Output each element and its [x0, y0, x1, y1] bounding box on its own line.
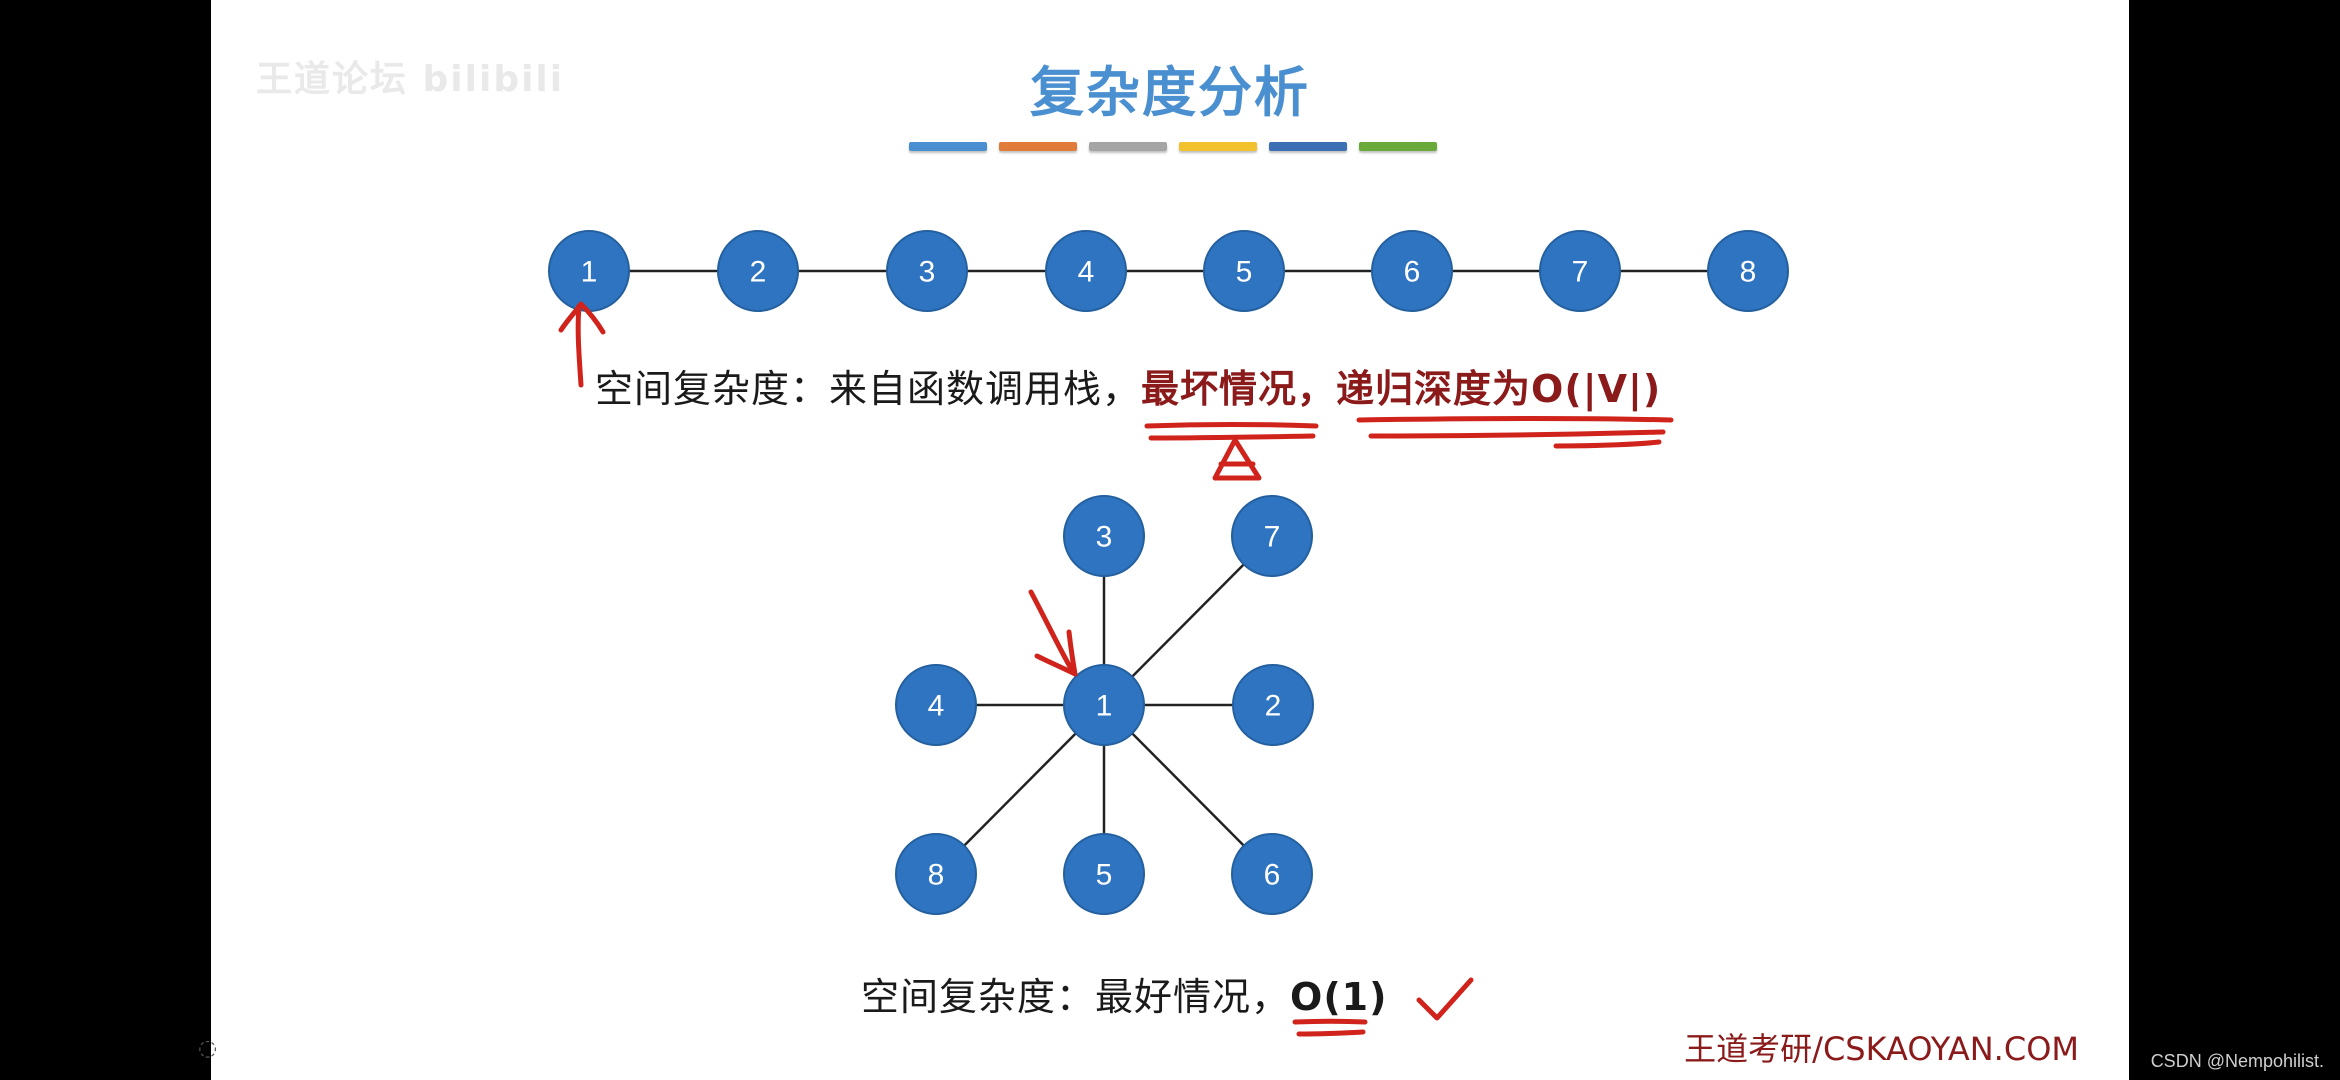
ink-star-center-arrow: [1028, 589, 1078, 677]
chain-node-label-5: 5: [1236, 256, 1253, 289]
ink-delta-mark: [1212, 437, 1262, 481]
star-node-label-1: 1: [1096, 690, 1113, 723]
star-node-7: [1231, 495, 1313, 577]
star-node-label-8: 8: [928, 859, 945, 892]
color-bar-1: [909, 142, 987, 151]
ink-check-mark: [1416, 977, 1474, 1021]
chain-node-label-4: 4: [1078, 256, 1095, 289]
star-node-3: [1063, 495, 1145, 577]
ink-depth-underline-2: [1368, 429, 1666, 439]
chain-node-label-2: 2: [750, 256, 767, 289]
chain-node-label-3: 3: [919, 256, 936, 289]
caption-best-prefix: 空间复杂度：最好情况，: [861, 975, 1291, 1019]
star-node-4: [895, 664, 977, 746]
color-bar-4: [1179, 142, 1257, 151]
star-node-2: [1232, 664, 1314, 746]
star-node-label-4: 4: [928, 690, 945, 723]
star-node-6: [1231, 833, 1313, 915]
chain-node-label-6: 6: [1404, 256, 1421, 289]
credit-text: CSDN @Nempohilist.: [2150, 1051, 2324, 1071]
ink-best-case-underline-2: [1296, 1029, 1366, 1037]
ink-worst-case-underline-1: [1144, 422, 1319, 429]
caption-worst-highlight: 最坏情况: [1141, 367, 1298, 411]
page-title: 复杂度分析: [1030, 61, 1310, 124]
star-node-label-6: 6: [1264, 859, 1281, 892]
footer-brand: 王道考研/CSKAOYAN.COM: [1684, 1030, 2079, 1068]
chain-node-8: [1707, 230, 1789, 312]
chain-node-label-8: 8: [1740, 256, 1757, 289]
slide: 1 2 3 4 5 6 7 8 1 2 3 4 5 6 7 8 王道论坛 bilibili 复杂度分析 空间复…: [211, 0, 2129, 1080]
chain-node-7: [1539, 230, 1621, 312]
star-node-label-3: 3: [1096, 521, 1113, 554]
chain-node-2: [717, 230, 799, 312]
ink-chain-start-arrow: [558, 301, 606, 388]
ink-depth-underline-3: [1553, 439, 1662, 449]
caption-worst-depth: 递归深度为O(|V|): [1336, 367, 1662, 411]
star-node-label-2: 2: [1265, 690, 1282, 723]
chain-node-label-1: 1: [581, 256, 598, 289]
diagram-canvas: 1 2 3 4 5 6 7 8 1 2 3 4 5 6 7 8: [548, 230, 1789, 1037]
chain-node-4: [1045, 230, 1127, 312]
ink-best-case-underline-1: [1292, 1018, 1368, 1025]
star-node-8: [895, 833, 977, 915]
caption-worst-separator: ，: [1297, 367, 1337, 411]
caption-worst-prefix: 空间复杂度：来自函数调用栈，: [595, 367, 1142, 411]
star-node-5: [1063, 833, 1145, 915]
color-bar-5: [1269, 142, 1347, 151]
star-node-1: [1063, 664, 1145, 746]
chain-node-5: [1203, 230, 1285, 312]
color-bar-3: [1089, 142, 1167, 151]
ink-depth-underline-1: [1356, 416, 1674, 423]
color-bar-2: [999, 142, 1077, 151]
speech-bubble-icon: ◌: [198, 1036, 218, 1061]
ink-worst-case-underline-2: [1148, 433, 1316, 441]
chain-node-label-7: 7: [1572, 256, 1589, 289]
watermark-logo: 王道论坛 bilibili: [256, 59, 565, 100]
caption-best-case: 空间复杂度：最好情况，O(1): [861, 966, 1388, 1021]
chain-node-3: [886, 230, 968, 312]
caption-best-value: O(1): [1290, 975, 1388, 1019]
color-bar-6: [1359, 142, 1437, 151]
star-node-label-5: 5: [1096, 859, 1113, 892]
chain-node-6: [1371, 230, 1453, 312]
title-color-bars: [909, 142, 1437, 151]
star-node-label-7: 7: [1264, 521, 1281, 554]
caption-worst-case: 空间复杂度：来自函数调用栈，最坏情况，递归深度为O(|V|): [595, 358, 1661, 413]
